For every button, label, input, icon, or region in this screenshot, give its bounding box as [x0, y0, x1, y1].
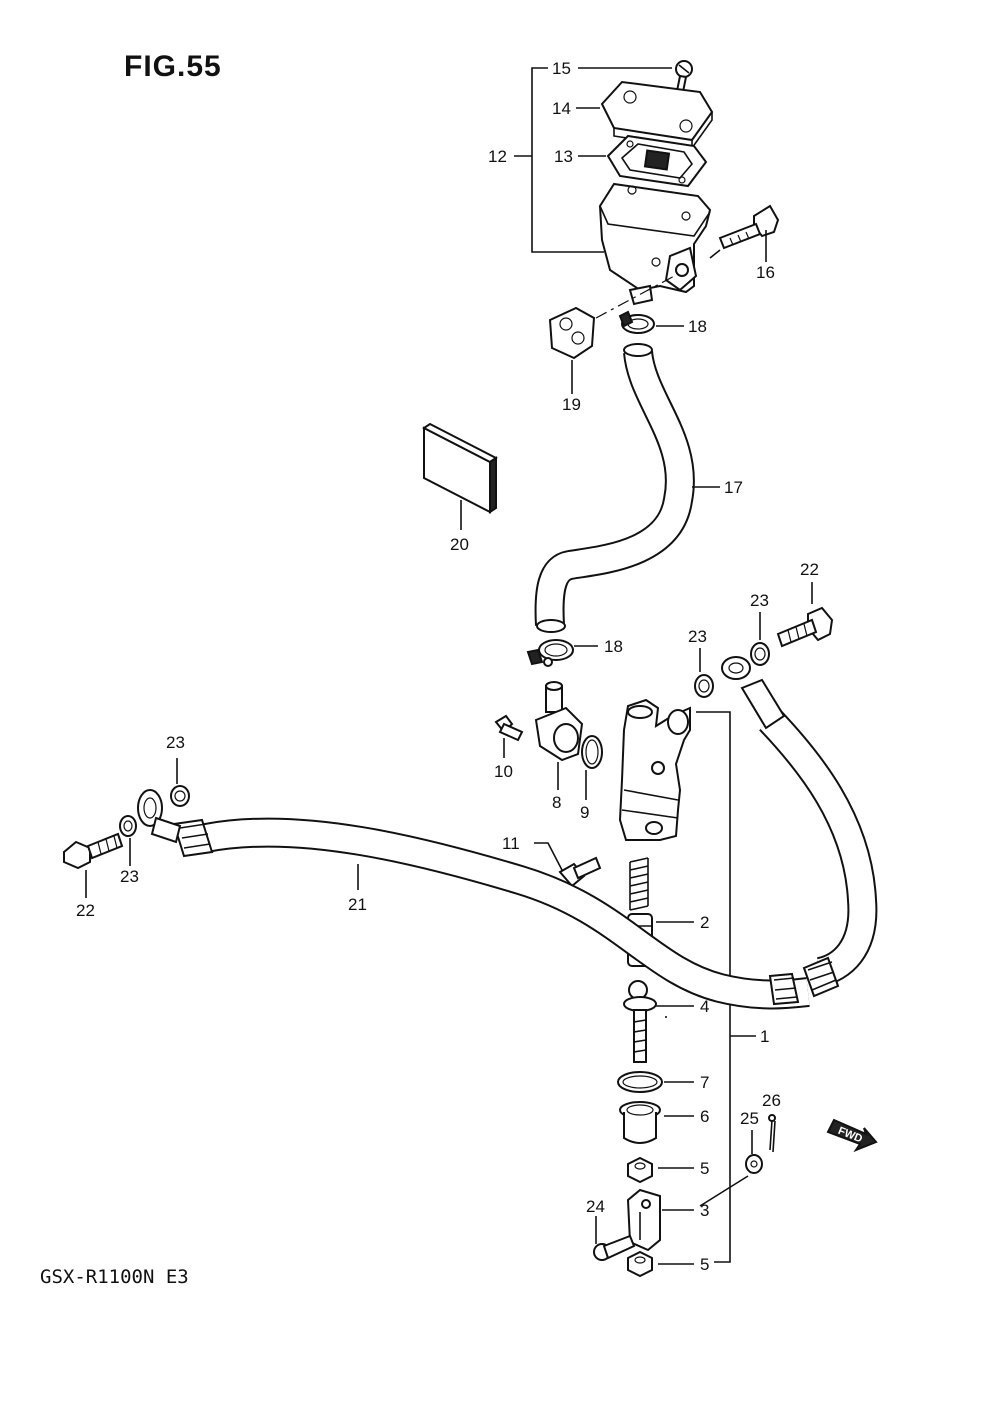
lock-nut-lower — [627, 1250, 653, 1278]
washer-right-outer — [750, 642, 770, 666]
caution-label-plate — [422, 422, 498, 514]
dust-boot — [619, 1101, 661, 1144]
callout-21: 21 — [348, 895, 367, 914]
callout-22-left: 22 — [76, 901, 95, 920]
master-cylinder-mount-bolt — [558, 856, 602, 888]
callout-23-left-upper: 23 — [166, 733, 185, 752]
washer-left-upper — [170, 785, 190, 807]
callout-3: 3 — [700, 1201, 709, 1220]
clevis-pin — [593, 1234, 636, 1261]
reservoir-hose — [534, 343, 695, 633]
callout-8: 8 — [552, 793, 561, 812]
circlip — [617, 1071, 663, 1093]
reservoir-diaphragm — [606, 134, 708, 188]
figure-title: FIG.55 — [124, 50, 222, 83]
callout-1: 1 — [760, 1027, 769, 1046]
callout-25: 25 — [740, 1109, 759, 1128]
callout-18-upper: 18 — [688, 317, 707, 336]
washer-left-inner — [119, 815, 137, 837]
callout-17: 17 — [724, 478, 743, 497]
callout-23-right-inner: 23 — [688, 627, 707, 646]
connector-o-ring — [581, 735, 603, 769]
callout-20: 20 — [450, 535, 469, 554]
reservoir-gasket — [548, 306, 596, 360]
callout-9: 9 — [580, 803, 589, 822]
reservoir-mount-bolt — [718, 204, 780, 250]
callout-26: 26 — [762, 1091, 781, 1110]
hose-connector — [534, 681, 584, 762]
callout-16: 16 — [756, 263, 775, 282]
callout-2: 2 — [700, 913, 709, 932]
model-label: GSX-R1100N E3 — [40, 1266, 189, 1288]
callout-13: 13 — [554, 147, 573, 166]
callout-4: 4 — [700, 997, 709, 1016]
banjo-bolt-left — [63, 832, 124, 870]
callout-12: 12 — [488, 147, 507, 166]
reservoir-to-banjo-hose — [172, 817, 810, 1010]
callout-labels: 1 2 3 4 5 5 6 7 8 9 10 11 12 13 14 15 16… — [76, 59, 819, 1274]
rod-clevis — [626, 1188, 661, 1252]
callout-bracket-12 — [531, 67, 604, 253]
lock-nut-upper — [627, 1156, 653, 1184]
callout-10: 10 — [494, 762, 513, 781]
callout-15: 15 — [552, 59, 571, 78]
push-rod — [623, 980, 657, 1063]
reservoir-body — [598, 182, 712, 306]
cylinder-to-caliper-hose — [721, 656, 878, 998]
callout-24: 24 — [586, 1197, 605, 1216]
connector-screw — [494, 714, 524, 742]
clevis-washer — [745, 1154, 763, 1174]
forward-direction-arrow: FWD — [826, 1118, 878, 1153]
callout-7: 7 — [700, 1073, 709, 1092]
callout-18-lower: 18 — [604, 637, 623, 656]
callout-11: 11 — [502, 834, 520, 853]
callout-22-right: 22 — [800, 560, 819, 579]
callout-6: 6 — [700, 1107, 709, 1126]
rear-master-cylinder — [618, 698, 691, 841]
cotter-pin — [768, 1114, 776, 1153]
left-banjo-fitting — [137, 789, 182, 844]
callout-19: 19 — [562, 395, 581, 414]
callout-5-upper: 5 — [700, 1159, 709, 1178]
washer-right-inner — [694, 674, 714, 698]
banjo-bolt-right — [776, 606, 834, 648]
reservoir-cap — [600, 80, 714, 149]
callout-5-lower: 5 — [700, 1255, 709, 1274]
callout-23-right-outer: 23 — [750, 591, 769, 610]
callout-14: 14 — [552, 99, 571, 118]
fwd-label: FWD — [836, 1125, 864, 1146]
hose-clamp-bottom — [526, 639, 574, 667]
hose-clamp-top — [618, 310, 655, 334]
callout-23-left-lower: 23 — [120, 867, 139, 886]
